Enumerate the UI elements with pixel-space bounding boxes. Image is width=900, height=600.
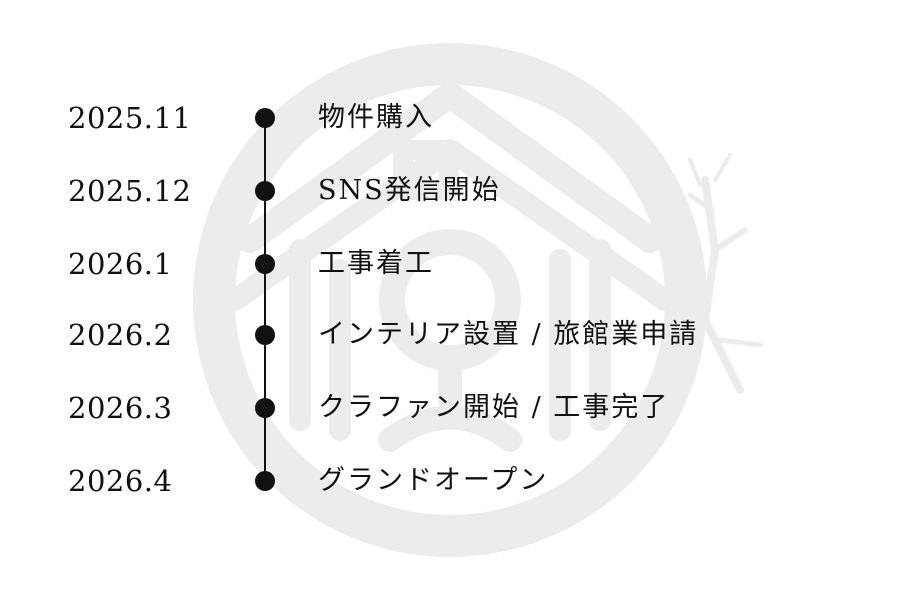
timeline-entry: 2025.11 物件購入 — [0, 98, 900, 138]
entry-date: 2025.11 — [68, 101, 192, 135]
timeline-dot-icon — [255, 325, 275, 345]
entry-event: インテリア設置 / 旅館業申請 — [318, 319, 699, 350]
entry-event: クラファン開始 / 工事完了 — [318, 392, 670, 423]
entry-date: 2026.3 — [68, 391, 173, 425]
timeline-entry: 2026.1 工事着工 — [0, 244, 900, 284]
entry-event: グランドオープン — [318, 465, 549, 496]
timeline-entry: 2026.2 インテリア設置 / 旅館業申請 — [0, 315, 900, 355]
timeline-dot-icon — [255, 254, 275, 274]
timeline-entry: 2025.12 SNS発信開始 — [0, 171, 900, 211]
timeline-vertical-line — [264, 117, 266, 481]
entry-event: 工事着工 — [318, 248, 434, 279]
entry-date: 2025.12 — [68, 174, 192, 208]
timeline-dot-icon — [255, 108, 275, 128]
entry-event: SNS発信開始 — [318, 175, 501, 206]
entry-date: 2026.1 — [68, 247, 173, 281]
timeline-entry: 2026.4 グランドオープン — [0, 461, 900, 501]
timeline-entry: 2026.3 クラファン開始 / 工事完了 — [0, 388, 900, 428]
timeline-dot-icon — [255, 398, 275, 418]
timeline-dot-icon — [255, 471, 275, 491]
entry-date: 2026.4 — [68, 464, 173, 498]
entry-date: 2026.2 — [68, 318, 173, 352]
entry-event: 物件購入 — [318, 102, 434, 133]
timeline-dot-icon — [255, 181, 275, 201]
